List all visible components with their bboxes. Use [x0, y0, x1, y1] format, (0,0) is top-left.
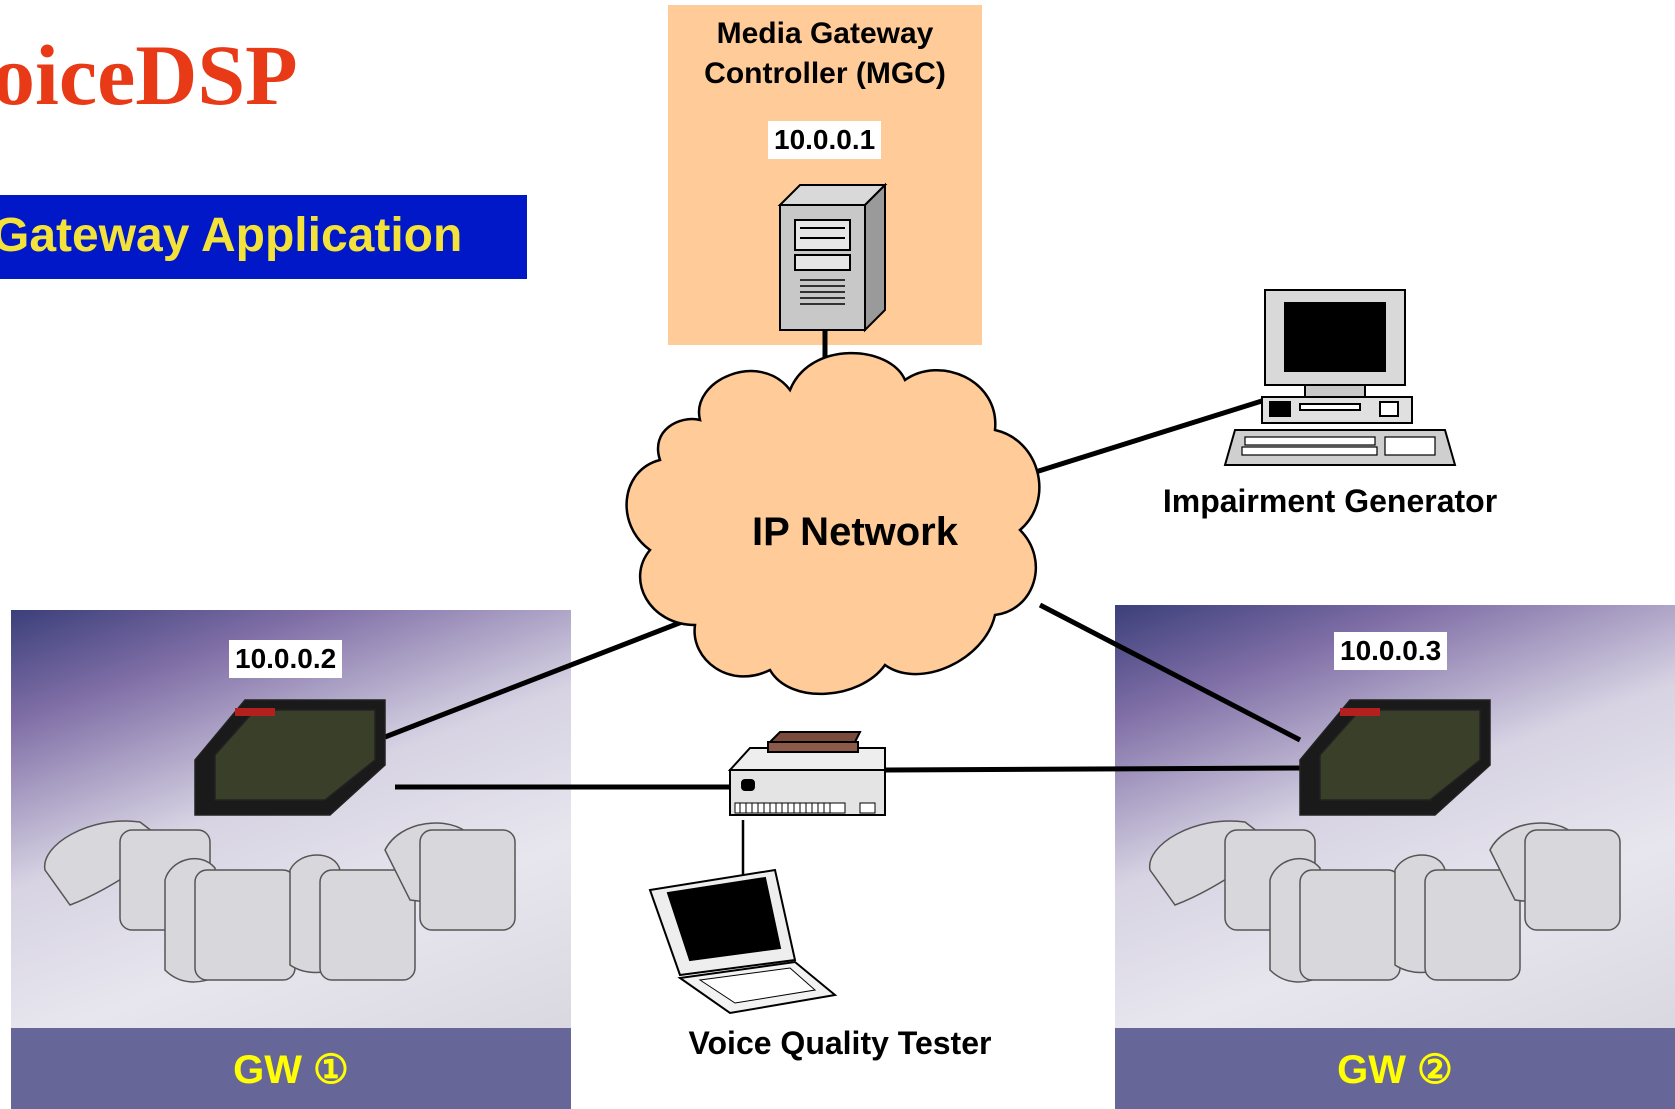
- laptop-icon: [648, 868, 838, 1015]
- workstation-icon: [1223, 289, 1457, 466]
- ip-network-cloud: [625, 351, 1041, 696]
- link-network-gw1: [384, 612, 701, 740]
- gateway-2-label: GW ②: [1337, 1048, 1453, 1092]
- network-label: IP Network: [752, 510, 958, 554]
- gateway-1-hardware: [44, 699, 516, 983]
- link-tester-gw2: [884, 765, 1301, 773]
- gateway-2-hardware: [1149, 699, 1621, 983]
- page-title: oiceDSP: [0, 27, 298, 123]
- page-subtitle: Gateway Application: [0, 209, 463, 262]
- mgc-label-text: Media Gateway Controller (MGC): [704, 17, 946, 90]
- link-network-impairment: [1009, 397, 1266, 483]
- link-network-gw2: [1038, 602, 1302, 743]
- server-icon: [777, 182, 888, 333]
- impairment-label: Impairment Generator: [1162, 483, 1498, 519]
- gateway-1-label: GW ①: [233, 1048, 349, 1092]
- mgc-ip-badge: 10.0.0.1: [768, 121, 882, 159]
- gateway-2-caption-band: [1115, 1028, 1675, 1109]
- gateway-2-ip-badge: 10.0.0.3: [1334, 632, 1448, 670]
- gateway-1-ip-badge: 10.0.0.2: [229, 640, 343, 678]
- gateway-1-caption-band: [11, 1028, 571, 1109]
- tester-label: Voice Quality Tester: [688, 1025, 992, 1061]
- tester-device-icon: [727, 731, 886, 816]
- mgc-label: Media Gateway Controller (MGC): [668, 14, 982, 94]
- subtitle-banner: [0, 195, 527, 279]
